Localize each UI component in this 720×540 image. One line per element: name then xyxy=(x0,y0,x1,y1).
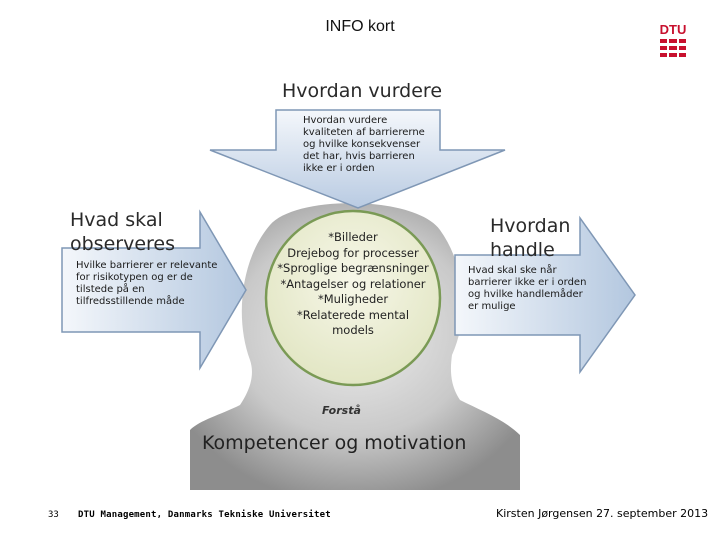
institution-footer: DTU Management, Danmarks Tekniske Univer… xyxy=(78,510,331,520)
left-text-line: for risikotypen og er de xyxy=(76,272,193,283)
left-heading-line: Hvad skal xyxy=(70,209,163,231)
author-date-footer: Kirsten Jørgensen 27. september 2013 xyxy=(496,507,709,520)
left-heading: Hvad skal observeres xyxy=(70,208,175,256)
forsta-label: Forstå xyxy=(322,404,361,417)
circle-text: *Billeder Drejebog for processer *Sprogl… xyxy=(256,230,450,339)
thought-circle xyxy=(264,209,442,387)
top-arrow xyxy=(209,109,506,209)
top-text-line: og hvilke konsekvenser xyxy=(303,139,421,150)
page-number: 33 xyxy=(48,510,59,520)
right-text-line: er mulige xyxy=(468,301,516,312)
right-heading-line: handle xyxy=(490,239,555,261)
right-text-line: barrierer ikke er i orden xyxy=(468,277,587,288)
competence-diagram: Hvordan vurdere Hvordan vurdere kvalitet… xyxy=(50,70,650,490)
top-text-line: Hvordan vurdere xyxy=(303,115,388,126)
top-text-line: kvaliteten af barriererne xyxy=(303,127,425,138)
circle-item: models xyxy=(332,323,374,337)
circle-item: *Muligheder xyxy=(317,292,389,306)
top-text-line: det har, hvis barrieren xyxy=(303,151,415,162)
left-heading-line: observeres xyxy=(70,233,176,255)
right-heading-line: Hvordan xyxy=(490,215,571,237)
top-text-line: ikke er i orden xyxy=(303,163,375,174)
right-text: Hvad skal ske når barrierer ikke er i or… xyxy=(468,265,586,313)
left-text-line: tilstede på en xyxy=(76,284,145,295)
right-text-line: og hvilke handlemåder xyxy=(468,289,583,300)
circle-item: *Sproglige begrænsninger xyxy=(277,261,429,275)
logo-text: DTU xyxy=(660,22,687,37)
right-text-line: Hvad skal ske når xyxy=(468,265,557,276)
dtu-logo: DTU xyxy=(660,22,687,57)
circle-item: *Billeder xyxy=(328,230,378,244)
right-arrow xyxy=(454,215,636,375)
circle-item: *Antagelser og relationer xyxy=(280,276,426,291)
top-text: Hvordan vurdere kvaliteten af barrierern… xyxy=(303,115,425,175)
left-text: Hvilke barrierer er relevante for risiko… xyxy=(76,260,217,308)
left-text-line: Hvilke barrierer er relevante xyxy=(76,260,218,271)
right-heading: Hvordan handle xyxy=(490,214,570,262)
diagram-graphics xyxy=(61,109,636,490)
circle-item: *Relaterede mental xyxy=(296,307,410,322)
bottom-heading: Kompetencer og motivation xyxy=(202,432,467,454)
slide-title: INFO kort xyxy=(325,18,395,35)
top-heading: Hvordan vurdere xyxy=(282,80,443,102)
left-arrow xyxy=(61,209,247,371)
circle-item: Drejebog for processer xyxy=(287,245,419,260)
left-text-line: tilfredsstillende måde xyxy=(76,296,185,307)
